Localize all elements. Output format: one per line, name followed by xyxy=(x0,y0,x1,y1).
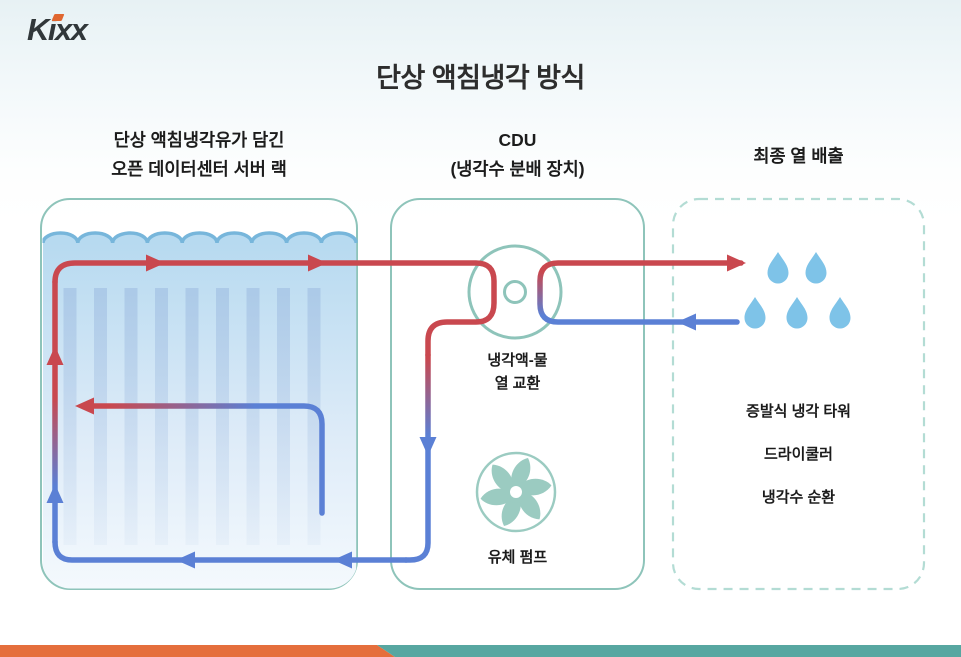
heat-out-item: 냉각수 순환 xyxy=(761,489,836,506)
heat-out-item: 드라이쿨러 xyxy=(763,446,833,463)
heat-discharge-box-border xyxy=(671,197,926,591)
flow-arrowhead xyxy=(46,484,64,503)
flow-arrowhead xyxy=(75,397,94,415)
water-drop-icon xyxy=(829,297,851,329)
heat-out-item: 증발식 냉각 타워 xyxy=(746,403,851,420)
cool-oil-return-pipe xyxy=(52,539,409,563)
flow-arrowhead xyxy=(176,551,195,569)
footer-stripe-teal xyxy=(377,645,961,657)
tank-column-header: 단상 액침냉각유가 담긴 오픈 데이터센터 서버 랙 xyxy=(111,130,287,179)
hot-oil-pipe xyxy=(52,260,497,358)
cdu-column-header: CDU (냉각수 분배 장치) xyxy=(450,130,585,179)
liquid-surface-wave-icon xyxy=(42,231,358,244)
server-fins xyxy=(63,288,321,545)
water-drop-icon xyxy=(786,297,808,329)
flow-arrowhead xyxy=(146,254,165,272)
flow-arrowhead xyxy=(727,254,746,272)
pump-label: 유체 펌프 xyxy=(487,549,548,566)
cdu-box xyxy=(390,198,645,590)
flow-arrowhead xyxy=(677,313,696,331)
flow-arrowheads xyxy=(46,254,746,569)
heat-exchanger-icon xyxy=(467,244,563,340)
tank-internal-return-pipe xyxy=(89,403,325,516)
water-drop-icon xyxy=(805,252,827,284)
cdu-downcomer-pipe xyxy=(403,352,431,563)
footer-stripe-orange xyxy=(0,645,395,657)
flow-arrowhead xyxy=(333,551,352,569)
flow-arrowhead xyxy=(419,437,437,456)
heat-out-column-header: 최종 열 배출 xyxy=(753,146,844,166)
page-title: 단상 액침냉각 방식 xyxy=(376,63,585,93)
flow-arrowhead xyxy=(46,346,64,365)
water-drop-icon xyxy=(767,252,789,284)
heat-exchanger-label: 냉각액-물 열 교환 xyxy=(487,352,548,392)
heat-discharge-drops xyxy=(744,252,851,329)
water-loop-pipe xyxy=(537,260,744,325)
kixx-logo: Kixx xyxy=(27,12,117,52)
flow-arrowhead xyxy=(308,254,327,272)
impeller-icon xyxy=(480,458,552,526)
water-drop-icon xyxy=(744,297,766,329)
server-rack-tank-box xyxy=(40,198,358,590)
pump-icon xyxy=(475,451,557,533)
